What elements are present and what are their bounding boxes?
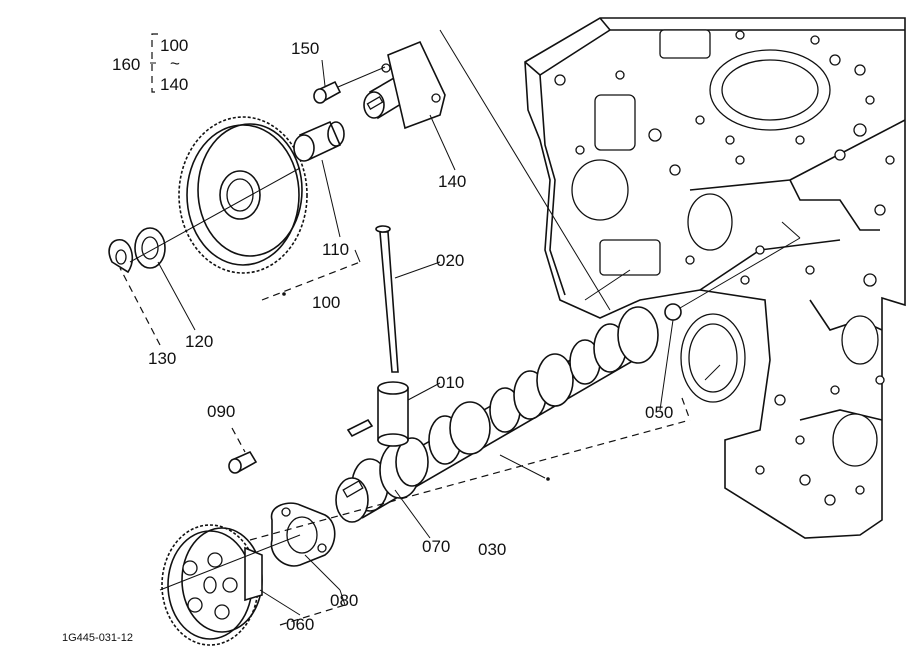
callout-160-range-end: 140 [160,75,188,94]
camshaft-lobes [351,306,659,512]
cam-bolt-illustration [228,450,258,474]
idler-shaft-illustration [363,40,446,130]
callout-070: 070 [422,537,450,556]
key-illustration [346,418,374,438]
callout-010: 010 [436,373,464,392]
callout-140: 140 [438,172,466,191]
push-rod-illustration [375,225,399,373]
callout-030: 030 [478,540,506,559]
callout-080: 080 [330,591,358,610]
callout-050: 050 [645,403,673,422]
callout-130: 130 [148,349,176,368]
callout-060: 060 [286,615,314,634]
callout-090: 090 [207,402,235,421]
ball-part [664,303,682,321]
leader-lines [119,29,691,626]
diagram-reference-code: 1G445-031-12 [62,632,133,644]
washer-illustration [134,227,166,269]
callout-020: 020 [436,251,464,270]
callout-160: 160 [112,55,140,74]
bushing-illustration [293,120,345,162]
thrust-plate-illustration [270,502,336,567]
callout-150: 150 [291,39,319,58]
tappet-illustration [377,381,409,447]
callout-100: 100 [312,293,340,312]
part-callouts: 160 100 ~ 140 150 140 110 100 120 130 02… [112,36,673,634]
callout-160-range-tilde: ~ [170,54,180,73]
bolt-illustration [313,66,386,104]
callout-160-range-start: 100 [160,36,188,55]
circlip-illustration [108,238,134,274]
engine-block-illustration [524,17,906,539]
callout-110: 110 [322,240,349,259]
cam-gear-illustration [161,524,263,646]
callout-120: 120 [185,332,213,351]
camshaft-illustration [335,221,801,523]
idler-gear-illustration [178,116,308,274]
